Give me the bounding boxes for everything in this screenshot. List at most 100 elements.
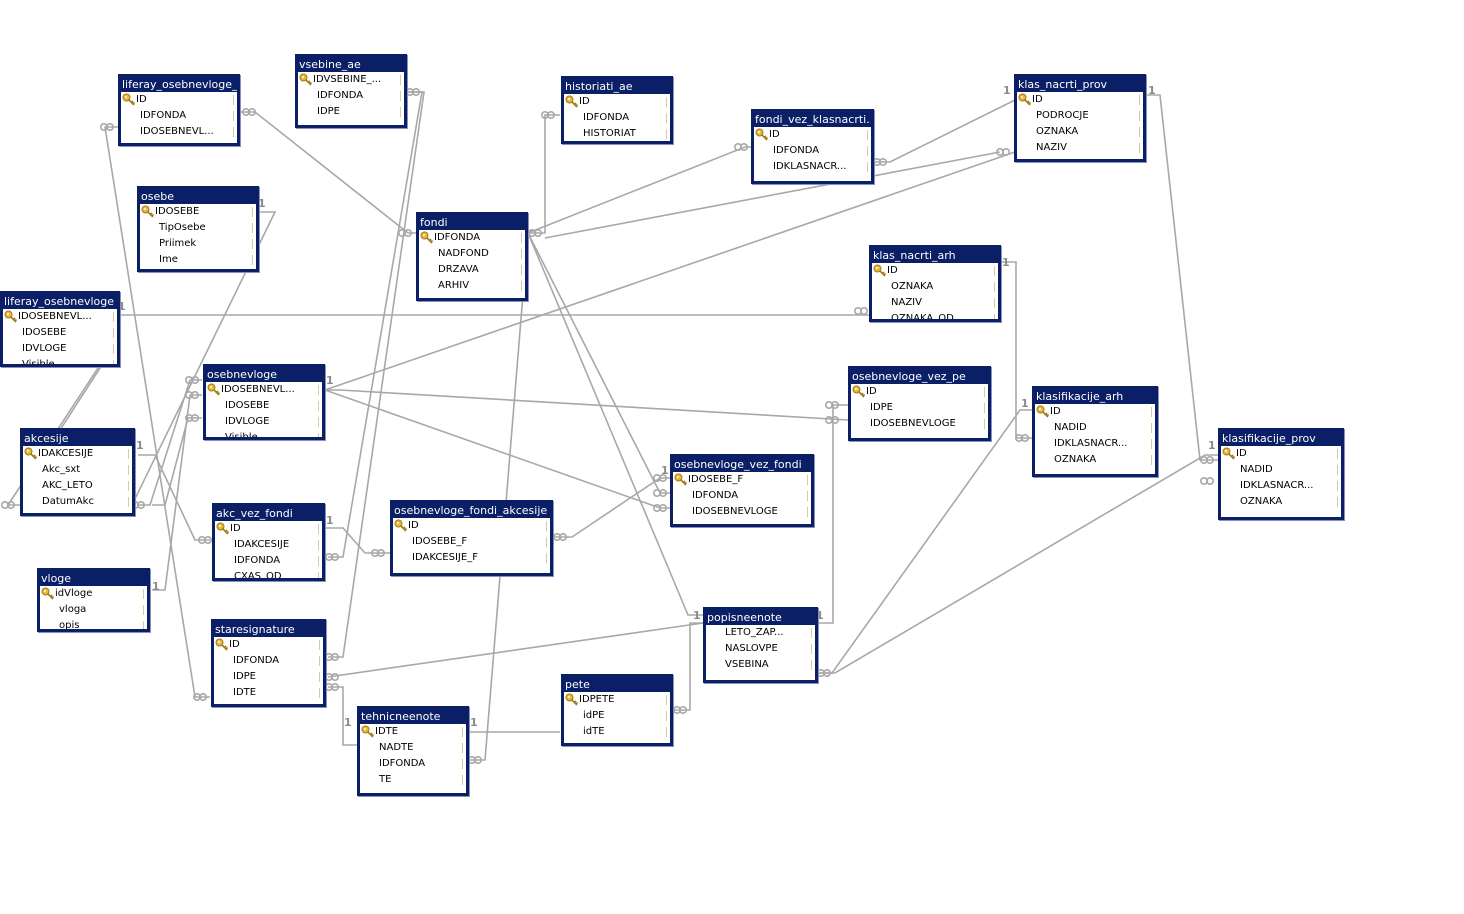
table-column[interactable]: IDPE [298, 104, 404, 120]
table-column[interactable]: IDVLOGE [206, 414, 322, 430]
table-column[interactable]: IDOSEBNEVLOGE [851, 416, 988, 432]
table-column[interactable]: NADID [1221, 462, 1341, 478]
table-column[interactable]: CXAS_OD [215, 569, 322, 578]
primary-key-column[interactable]: ID [1221, 446, 1341, 462]
table-column[interactable]: OZNAKA_OD [872, 311, 998, 319]
table-column[interactable]: IDOSEBE_F [393, 534, 550, 550]
table-column[interactable]: TE [360, 772, 466, 788]
table-title[interactable]: fondi [419, 215, 525, 230]
table-column[interactable]: IDOSEBNEVLOGE [673, 504, 811, 520]
primary-key-column[interactable]: ID [564, 94, 670, 110]
table-column[interactable]: IDFONDA [298, 88, 404, 104]
table-column[interactable]: PODROCJE [1017, 108, 1143, 124]
table-column[interactable]: HISTORIAT [564, 126, 670, 141]
table-column[interactable]: IDOSEBE [206, 398, 322, 414]
primary-key-column[interactable]: ID [121, 92, 237, 108]
primary-key-column[interactable]: IDOSEBNEVL... [206, 382, 322, 398]
table-column[interactable]: DRZAVA [419, 262, 525, 278]
table-column[interactable]: IDFONDA [673, 488, 811, 504]
primary-key-column[interactable]: IDFONDA [419, 230, 525, 246]
table-column[interactable]: IDOSEBNEVL... [121, 124, 237, 140]
table-column[interactable]: IDKLASNACR... [1035, 436, 1155, 452]
primary-key-column[interactable]: IDAKCESIJE [23, 446, 132, 462]
table-column[interactable]: IDFONDA [754, 143, 871, 159]
primary-key-column[interactable]: ID [215, 521, 322, 537]
table-column[interactable]: AKC_LETO [23, 478, 132, 494]
primary-key-column[interactable]: ID [872, 263, 998, 279]
table-column[interactable]: idTE [564, 724, 670, 740]
primary-key-column[interactable]: ID [851, 384, 988, 400]
table-title[interactable]: tehnicneenote [360, 709, 466, 724]
table-column[interactable]: idPE [564, 708, 670, 724]
primary-key-column[interactable]: ID [393, 518, 550, 534]
table-column[interactable]: TipOsebe [140, 220, 256, 236]
table-column[interactable]: OZNAKA [1017, 124, 1143, 140]
table-title[interactable]: vloge [40, 571, 147, 586]
table-title[interactable]: osebe [140, 189, 256, 204]
table-column[interactable]: IDFONDA [564, 110, 670, 126]
table-column[interactable]: IDKLASNACR... [754, 159, 871, 175]
table-column[interactable]: OZNAKA [1035, 452, 1155, 468]
primary-key-column[interactable]: IDOSEBE_F [673, 472, 811, 488]
table-column[interactable]: opis [40, 618, 147, 629]
table-title[interactable]: osebnevloge_vez_pe [851, 369, 988, 384]
table-title[interactable]: klasifikacije_arh [1035, 389, 1155, 404]
table-column[interactable]: Priimek [140, 236, 256, 252]
table-column[interactable]: IDVLOGE [3, 341, 117, 357]
table-column[interactable]: IDPE [214, 669, 323, 685]
table-column[interactable]: DatumAkc [23, 494, 132, 510]
table-column[interactable]: Visible [3, 357, 117, 364]
table-title[interactable]: klasifikacije_prov [1221, 431, 1341, 446]
table-column[interactable]: vloga [40, 602, 147, 618]
table-column[interactable]: NAZIV [872, 295, 998, 311]
primary-key-column[interactable]: idVloge [40, 586, 147, 602]
table-column[interactable]: OZNAKA [1221, 494, 1341, 510]
table-column[interactable]: Akc_sxt [23, 462, 132, 478]
table-title[interactable]: osebnevloge_fondi_akcesije [393, 503, 550, 518]
table-title[interactable]: akc_vez_fondi [215, 506, 322, 521]
primary-key-column[interactable]: ID [1017, 92, 1143, 108]
table-title[interactable]: fondi_vez_klasnacrti... [754, 112, 871, 127]
primary-key-column[interactable]: IDTE [360, 724, 466, 740]
table-column[interactable]: VSEBINA [706, 657, 815, 673]
table-title[interactable]: pete [564, 677, 670, 692]
table-title[interactable]: historiati_ae [564, 79, 670, 94]
table-column[interactable]: OZNAKA [872, 279, 998, 295]
table-column[interactable]: Visible [206, 430, 322, 437]
table-column[interactable]: NADFOND [419, 246, 525, 262]
table-title[interactable]: klas_nacrti_arh [872, 248, 998, 263]
table-title[interactable]: staresignature [214, 622, 323, 637]
table-title[interactable]: popisneenote [706, 610, 815, 625]
table-column[interactable]: IDAKCESIJE [215, 537, 322, 553]
primary-key-column[interactable]: ID [754, 127, 871, 143]
table-title[interactable]: osebnevloge [206, 367, 322, 382]
table-column[interactable]: IDFONDA [215, 553, 322, 569]
table-column[interactable]: IDTE [214, 685, 323, 701]
table-column[interactable]: Ime [140, 252, 256, 268]
table-column[interactable]: IDPE [851, 400, 988, 416]
table-title[interactable]: osebnevloge_vez_fondi [673, 457, 811, 472]
table-column[interactable]: IDAKCESIJE_F [393, 550, 550, 566]
primary-key-column[interactable]: IDPETE [564, 692, 670, 708]
primary-key-column[interactable]: IDVSEBINE_... [298, 72, 404, 88]
table-column[interactable]: NADTE [360, 740, 466, 756]
